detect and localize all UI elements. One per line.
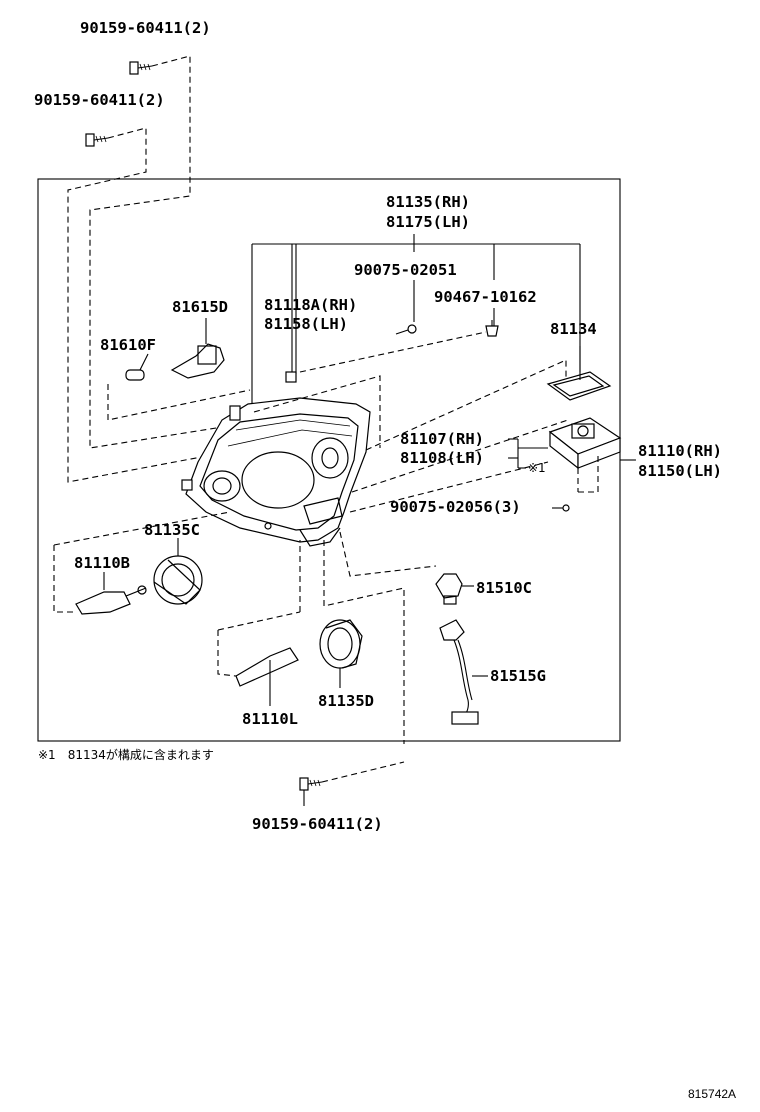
harness-81515g-icon: [439, 619, 488, 725]
label-bolt-top-1: 90159-60411(2): [80, 19, 211, 37]
bulb-81110l-icon: [235, 647, 299, 706]
label-81135c: 81135C: [144, 521, 200, 539]
bulb-81110b-icon: [75, 572, 147, 615]
clip-10162-icon: [485, 320, 499, 337]
label-81515g: 81515G: [490, 667, 546, 685]
label-note-mark: ※1: [528, 461, 546, 475]
label-bolt-top-2: 90159-60411(2): [34, 91, 165, 109]
label-bolt-bottom: 90159-60411(2): [252, 815, 383, 833]
diagram-reference: 815742A: [688, 1087, 736, 1101]
label-81110l: 81110L: [242, 710, 298, 728]
bolt-top-2-leader: [67, 127, 229, 483]
footnote: ※1 81134が構成に含まれます: [38, 747, 214, 762]
socket-81135c-icon: [153, 538, 203, 605]
label-81175-lh: 81175(LH): [386, 213, 470, 231]
screw-02051-icon: [395, 324, 417, 335]
bulb-81615d-icon: [170, 318, 225, 379]
label-81110-rh: 81110(RH): [638, 442, 722, 460]
label-81118a-rh: 81118A(RH): [264, 296, 357, 314]
label-81615d: 81615D: [172, 298, 228, 316]
screw-02056-icon: [552, 504, 570, 512]
headlamp-housing-icon: [181, 397, 371, 547]
label-clip-10162: 90467-10162: [434, 288, 537, 306]
label-81134: 81134: [550, 320, 597, 338]
label-screw-02056: 90075-02056(3): [390, 498, 521, 516]
ballast-unit-icon: [548, 417, 622, 470]
bulb-81510c-icon: [435, 573, 474, 605]
bolt-top-1-leader: [89, 55, 236, 449]
bolt-top-1-icon: [129, 61, 153, 75]
label-81110b: 81110B: [74, 554, 130, 572]
gasket-81134-icon: [546, 371, 612, 401]
label-81510c: 81510C: [476, 579, 532, 597]
label-81107-rh: 81107(RH): [400, 430, 484, 448]
label-81135-rh: 81135(RH): [386, 193, 470, 211]
label-81158-lh: 81158(LH): [264, 315, 348, 333]
adjuster-81118a-icon: [285, 371, 297, 383]
label-screw-02051: 90075-02051: [354, 261, 457, 279]
label-81150-lh: 81150(LH): [638, 462, 722, 480]
label-81610f: 81610F: [100, 336, 156, 354]
bulb-81610f-icon: [125, 353, 149, 381]
label-81135d: 81135D: [318, 692, 374, 710]
socket-81135d-icon: [319, 619, 363, 688]
label-81108-lh: 81108(LH): [400, 449, 484, 467]
bolt-top-2-icon: [85, 133, 109, 147]
bolt-bottom-icon: [299, 777, 323, 806]
